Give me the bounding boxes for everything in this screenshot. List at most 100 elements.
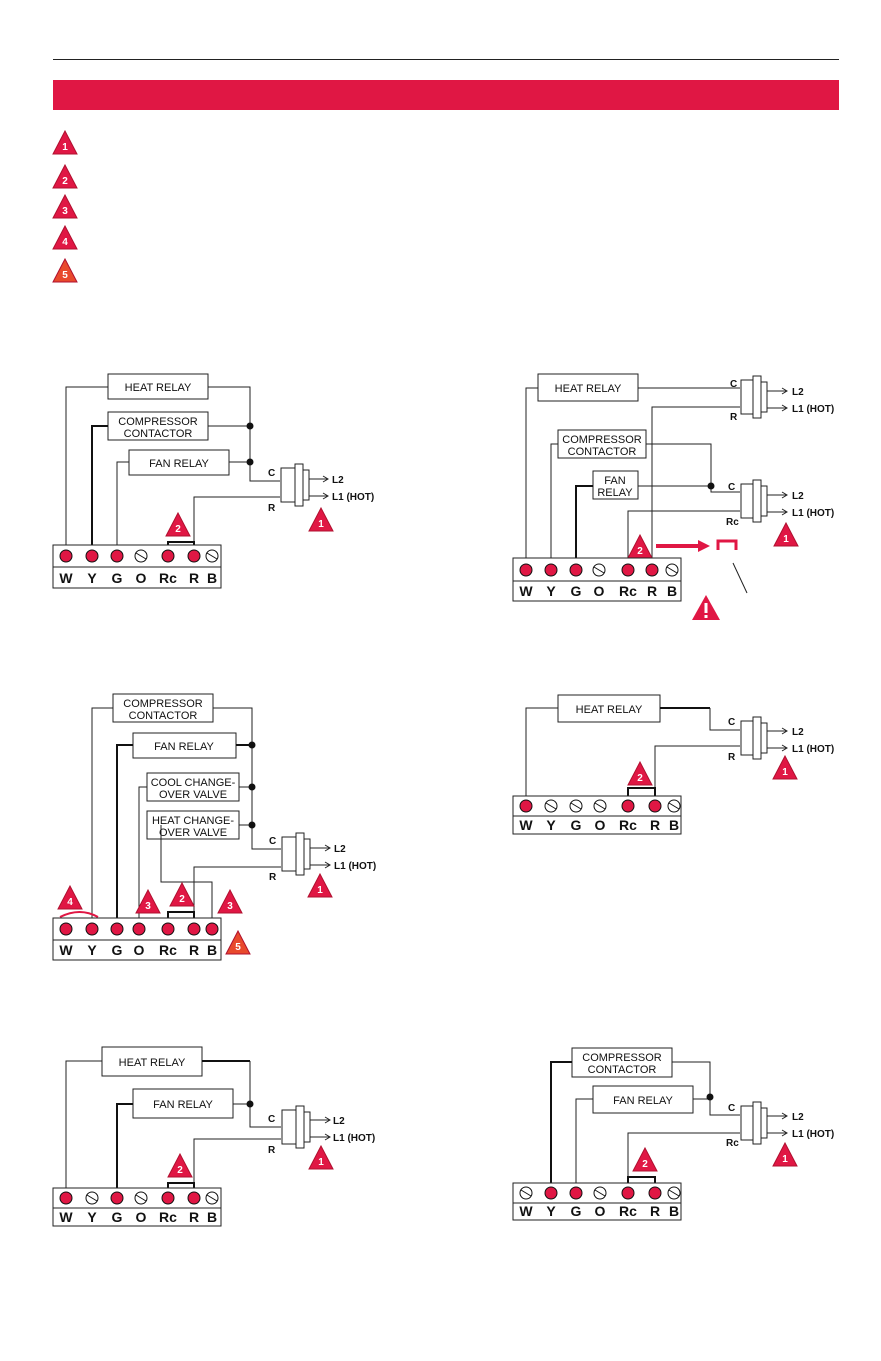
legend-list: 1 2 3 4 5 (52, 130, 78, 283)
svg-text:5: 5 (62, 270, 68, 281)
terminal-strip-2: W Y G O Rc R B (519, 563, 679, 599)
svg-text:HEAT RELAY: HEAT RELAY (119, 1057, 186, 1069)
svg-text:C: C (268, 1114, 275, 1125)
svg-text:1: 1 (783, 534, 789, 545)
svg-text:3: 3 (62, 206, 68, 217)
heat-relay-box-2: HEAT RELAY (537, 373, 639, 402)
svg-text:G: G (112, 1209, 123, 1225)
svg-text:R: R (268, 1145, 276, 1156)
svg-text:L1 (HOT): L1 (HOT) (333, 1133, 375, 1144)
svg-text:L1 (HOT): L1 (HOT) (792, 508, 834, 519)
svg-text:W: W (59, 1209, 73, 1225)
svg-text:C: C (730, 379, 737, 390)
svg-text:FAN RELAY: FAN RELAY (613, 1095, 673, 1107)
svg-text:COMPRESSOR: COMPRESSOR (562, 434, 642, 446)
svg-text:1: 1 (317, 885, 323, 896)
svg-text:O: O (595, 817, 606, 833)
svg-text:HEAT RELAY: HEAT RELAY (555, 383, 622, 395)
svg-text:R: R (728, 752, 736, 763)
badge-5-icon: 5 (225, 930, 251, 955)
svg-text:W: W (519, 583, 533, 599)
svg-text:FAN RELAY: FAN RELAY (154, 741, 214, 753)
terminal-strip-1: W Y G O Rc R B (59, 549, 219, 586)
svg-text:CONTACTOR: CONTACTOR (568, 446, 637, 458)
svg-text:Rc: Rc (159, 570, 177, 586)
top-rule (53, 59, 839, 60)
badge-2-icon: 2 (632, 1147, 658, 1172)
heat-changeover-valve-box: HEAT CHANGE-OVER VALVE (146, 810, 240, 840)
diagram-4: HEAT RELAY C R L2 L1 (HOT) 1 2 W Y G O (512, 694, 834, 835)
badge-2-icon: 2 (627, 534, 653, 559)
svg-text:R: R (189, 1209, 199, 1225)
fan-relay-box: FAN RELAY (128, 449, 230, 476)
svg-text:2: 2 (637, 546, 643, 557)
svg-text:2: 2 (637, 773, 643, 784)
legend-badge-4: 4 (52, 225, 78, 250)
svg-text:R: R (189, 942, 199, 958)
svg-text:B: B (669, 817, 679, 833)
svg-text:FAN RELAY: FAN RELAY (149, 458, 209, 470)
badge-1-icon: 1 (308, 507, 334, 532)
svg-text:B: B (207, 1209, 217, 1225)
svg-text:Rc: Rc (159, 1209, 177, 1225)
svg-text:Rc: Rc (726, 1138, 739, 1149)
svg-text:5: 5 (235, 942, 241, 953)
svg-text:C: C (728, 1103, 735, 1114)
badge-3-icon: 3 (135, 889, 161, 914)
legend-badge-5: 5 (52, 258, 78, 283)
svg-text:L1 (HOT): L1 (HOT) (332, 492, 374, 503)
heat-relay-box-4: HEAT RELAY (557, 694, 661, 723)
badge-2-icon: 2 (167, 1153, 193, 1178)
svg-text:L1 (HOT): L1 (HOT) (792, 1129, 834, 1140)
svg-text:B: B (207, 570, 217, 586)
svg-text:1: 1 (782, 767, 788, 778)
svg-text:C: C (268, 468, 275, 479)
svg-text:4: 4 (62, 237, 68, 248)
cool-changeover-valve-box: COOL CHANGE-OVER VALVE (146, 772, 240, 802)
svg-text:B: B (667, 583, 677, 599)
svg-text:C: C (728, 717, 735, 728)
badge-4-icon: 4 (57, 885, 83, 910)
badge-2-icon: 2 (165, 512, 191, 537)
heat-relay-box-5: HEAT RELAY (101, 1046, 203, 1077)
svg-text:FAN RELAY: FAN RELAY (153, 1099, 213, 1111)
badge-1-icon: 1 (772, 1142, 798, 1167)
svg-text:OVER VALVE: OVER VALVE (159, 827, 227, 839)
svg-text:L2: L2 (792, 491, 804, 502)
svg-text:G: G (112, 570, 123, 586)
svg-text:3: 3 (145, 901, 151, 912)
diagram-5: HEAT RELAY FAN RELAY C R L2 L1 (HOT) 1 2 (52, 1046, 375, 1227)
svg-text:2: 2 (179, 894, 185, 905)
svg-text:HEAT RELAY: HEAT RELAY (576, 704, 643, 716)
svg-text:Y: Y (546, 583, 556, 599)
legend-badge-1: 1 (52, 130, 78, 155)
svg-text:O: O (136, 570, 147, 586)
svg-text:L2: L2 (332, 475, 344, 486)
badge-2-icon: 2 (169, 882, 195, 907)
svg-text:1: 1 (318, 519, 324, 530)
jumper-w-y-icon (59, 911, 99, 918)
svg-text:G: G (571, 817, 582, 833)
svg-text:COMPRESSOR: COMPRESSOR (582, 1052, 662, 1064)
svg-text:1: 1 (318, 1157, 324, 1168)
svg-text:R: R (650, 1203, 660, 1219)
svg-text:W: W (519, 1203, 533, 1219)
svg-text:2: 2 (175, 524, 181, 535)
badge-3-icon: 3 (217, 889, 243, 914)
svg-text:Rc: Rc (726, 517, 739, 528)
svg-text:FAN: FAN (604, 475, 625, 487)
svg-text:Y: Y (87, 570, 97, 586)
svg-text:L2: L2 (792, 727, 804, 738)
fan-relay-box-6: FAN RELAY (592, 1085, 694, 1114)
terminal-strip-3: W Y G O Rc R B (59, 922, 219, 958)
section-banner (53, 80, 839, 110)
svg-text:R: R (650, 817, 660, 833)
